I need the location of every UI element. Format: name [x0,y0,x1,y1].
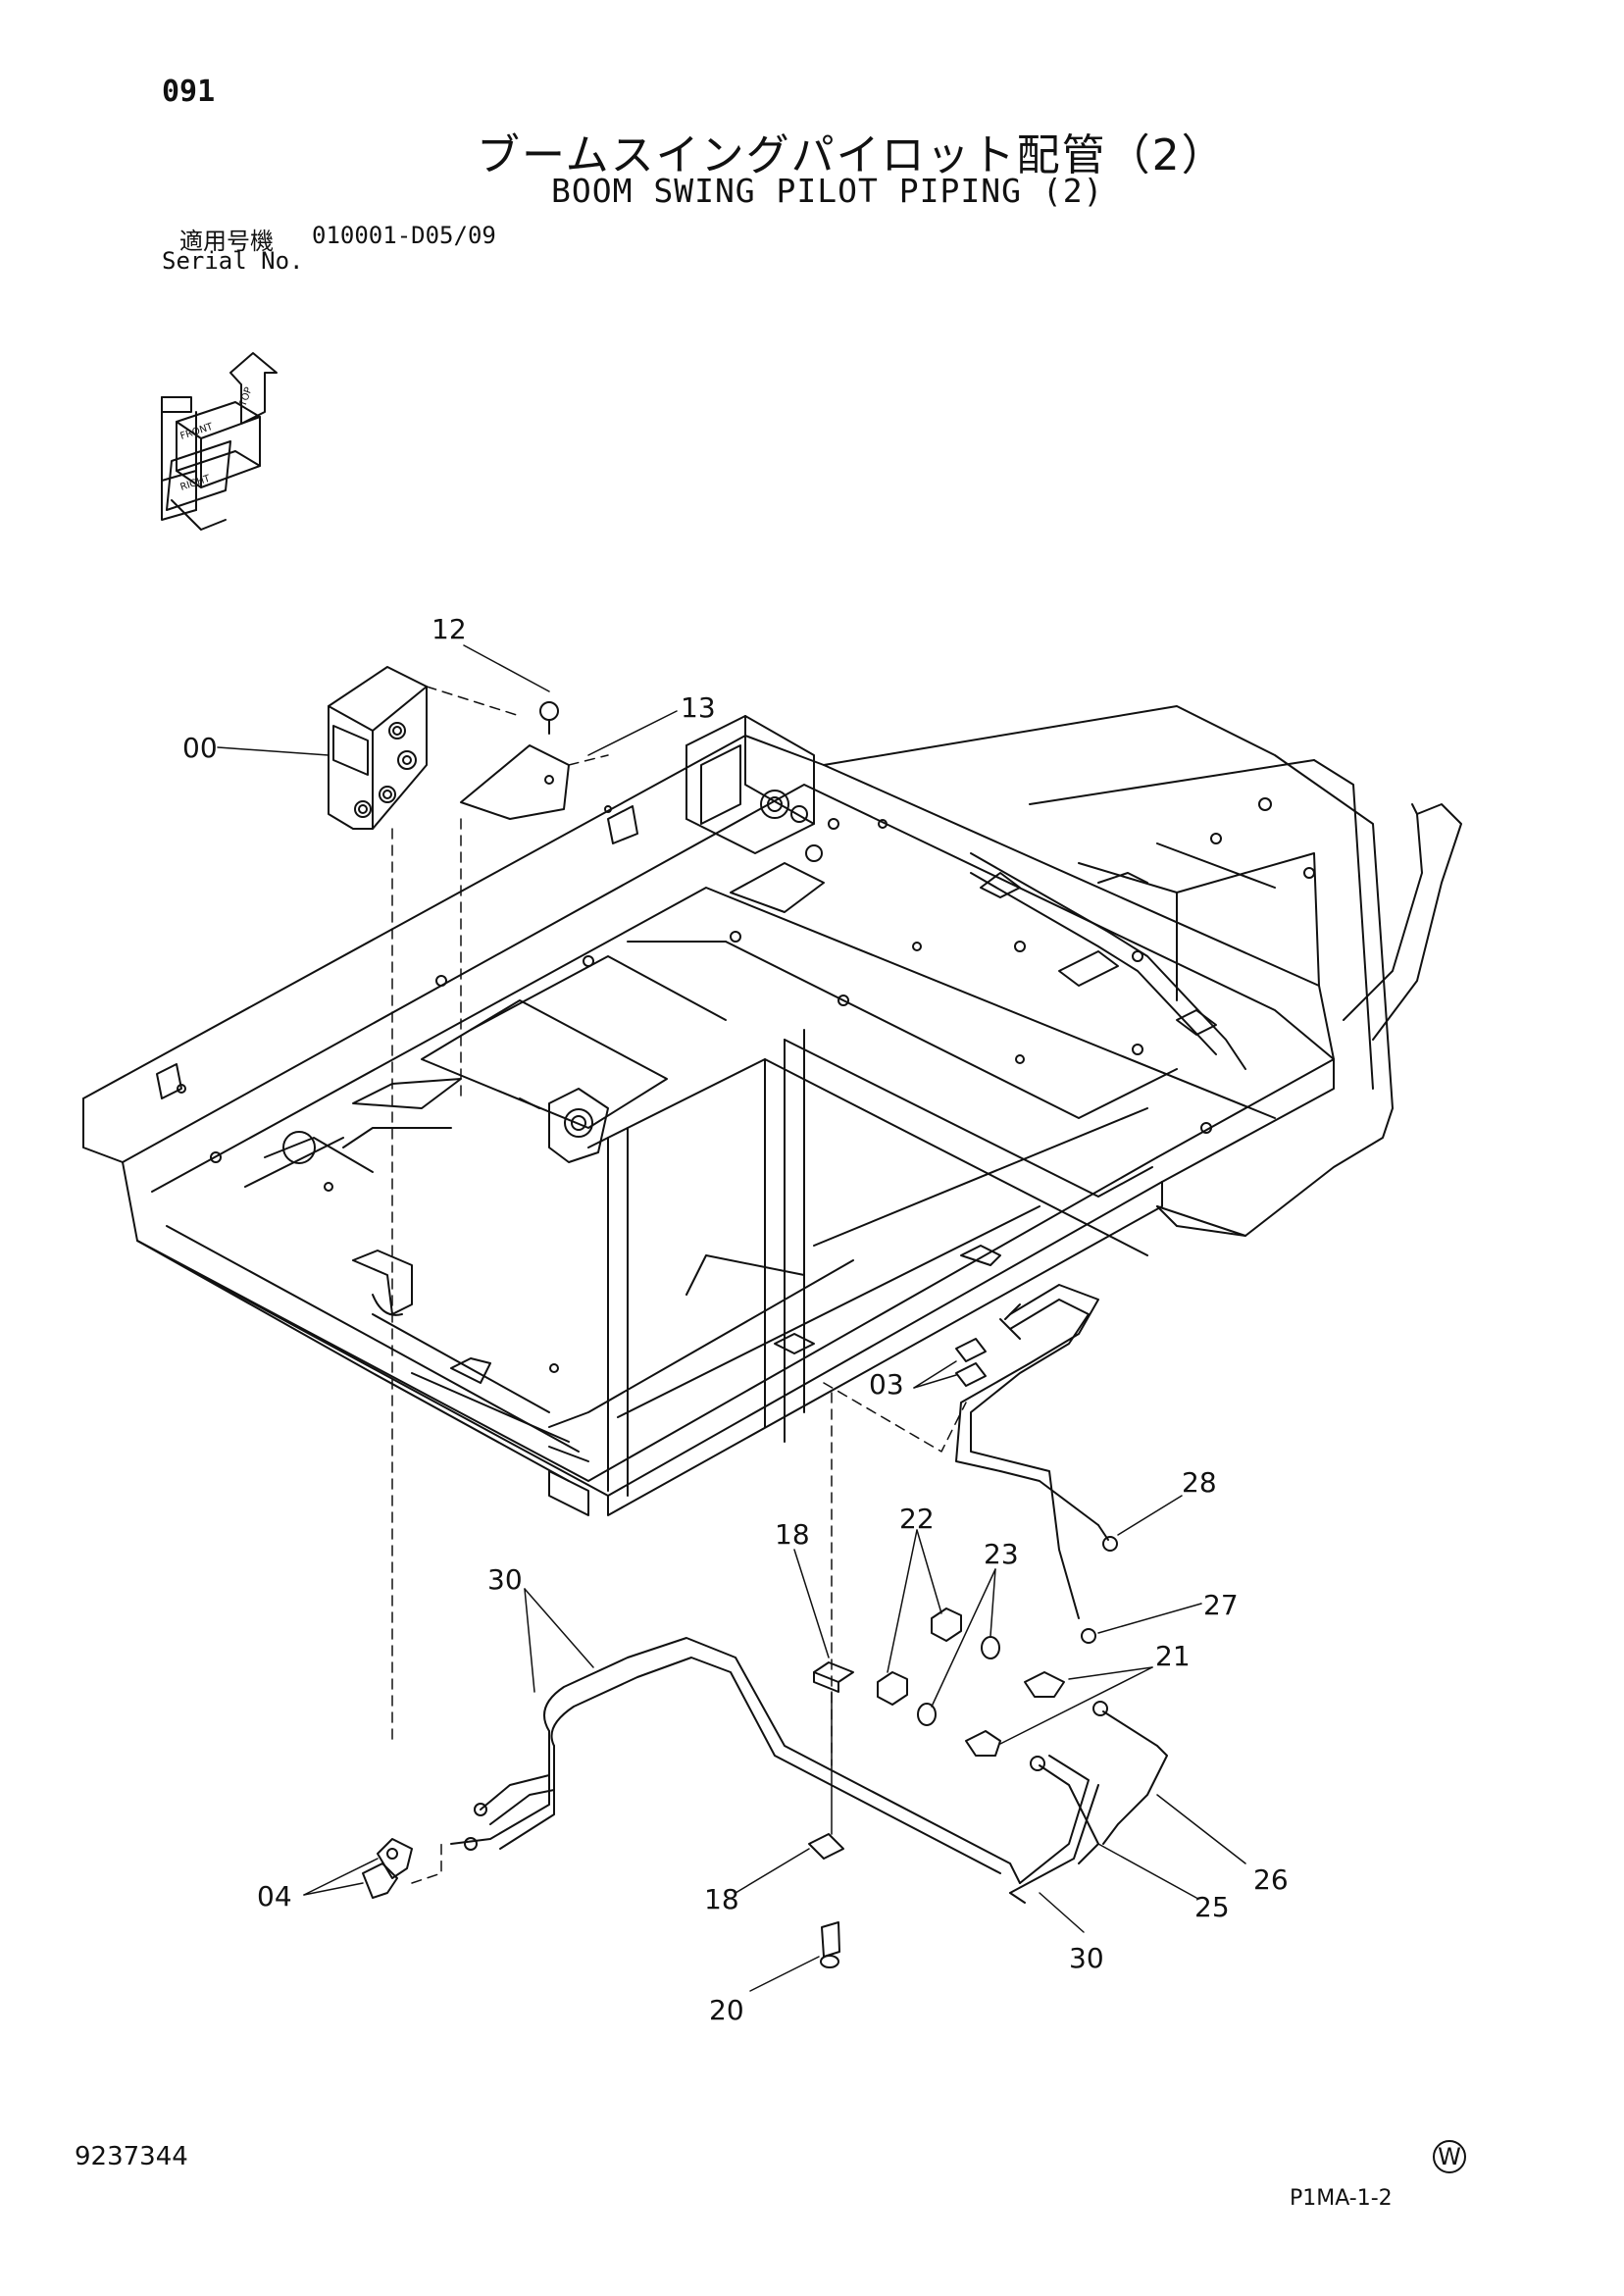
callout-27: 27 [1203,1589,1239,1621]
callout-13: 13 [681,691,716,724]
valve-block [328,666,428,830]
page-code: P1MA-1-2 [1290,2186,1393,2211]
fitting-03 [955,1338,987,1387]
callout-23: 23 [984,1538,1019,1570]
svg-text:TOP: TOP [237,385,255,409]
orientation-label-top: TOP [237,385,255,409]
clip-18 [808,1661,854,1860]
callout-22: 22 [899,1503,935,1535]
bracket-plate [460,701,570,820]
orientation-icon: TOP FRONT RIGHT [161,352,278,531]
serial-number-range: 010001-D05/09 [312,222,496,249]
nut-22 [877,1607,962,1706]
title-english: BOOM SWING PILOT PIPING (2) [551,172,1104,210]
pipe-30 [450,1637,1099,1904]
drawing-number: 9237344 [75,2142,188,2171]
pilot-hoses-upper [955,1284,1118,1644]
callout-20: 20 [709,1994,744,2026]
callout-21: 21 [1155,1640,1191,1672]
callout-00: 00 [182,732,218,764]
elbow-04 [362,1838,413,1899]
title-japanese: ブームスイングパイロット配管（2） [477,130,1227,180]
hose-25 [1030,1756,1099,1864]
serial-label-japanese: 適用号機 [179,228,274,255]
callout-04: 04 [257,1880,292,1913]
callout-25: 25 [1194,1891,1230,1923]
serial-label-english: Serial No. [162,247,304,275]
connector-21 [965,1671,1065,1757]
callout-18-lower: 18 [704,1883,739,1915]
hose-pair-left [464,1774,555,1851]
bolt-20 [820,1921,840,1968]
callout-28: 28 [1182,1466,1217,1499]
page-number: 091 [162,75,216,109]
callout-12: 12 [431,613,467,645]
callout-30-lower: 30 [1069,1942,1104,1974]
upper-frame [82,705,1462,1516]
copyright-mark: W [1433,2140,1466,2173]
callout-18-upper: 18 [775,1518,810,1551]
washer-23 [917,1636,1000,1726]
callout-03: 03 [869,1368,904,1401]
callout-30-upper: 30 [487,1563,523,1596]
hose-26 [1092,1701,1168,1845]
callout-26: 26 [1253,1863,1289,1896]
